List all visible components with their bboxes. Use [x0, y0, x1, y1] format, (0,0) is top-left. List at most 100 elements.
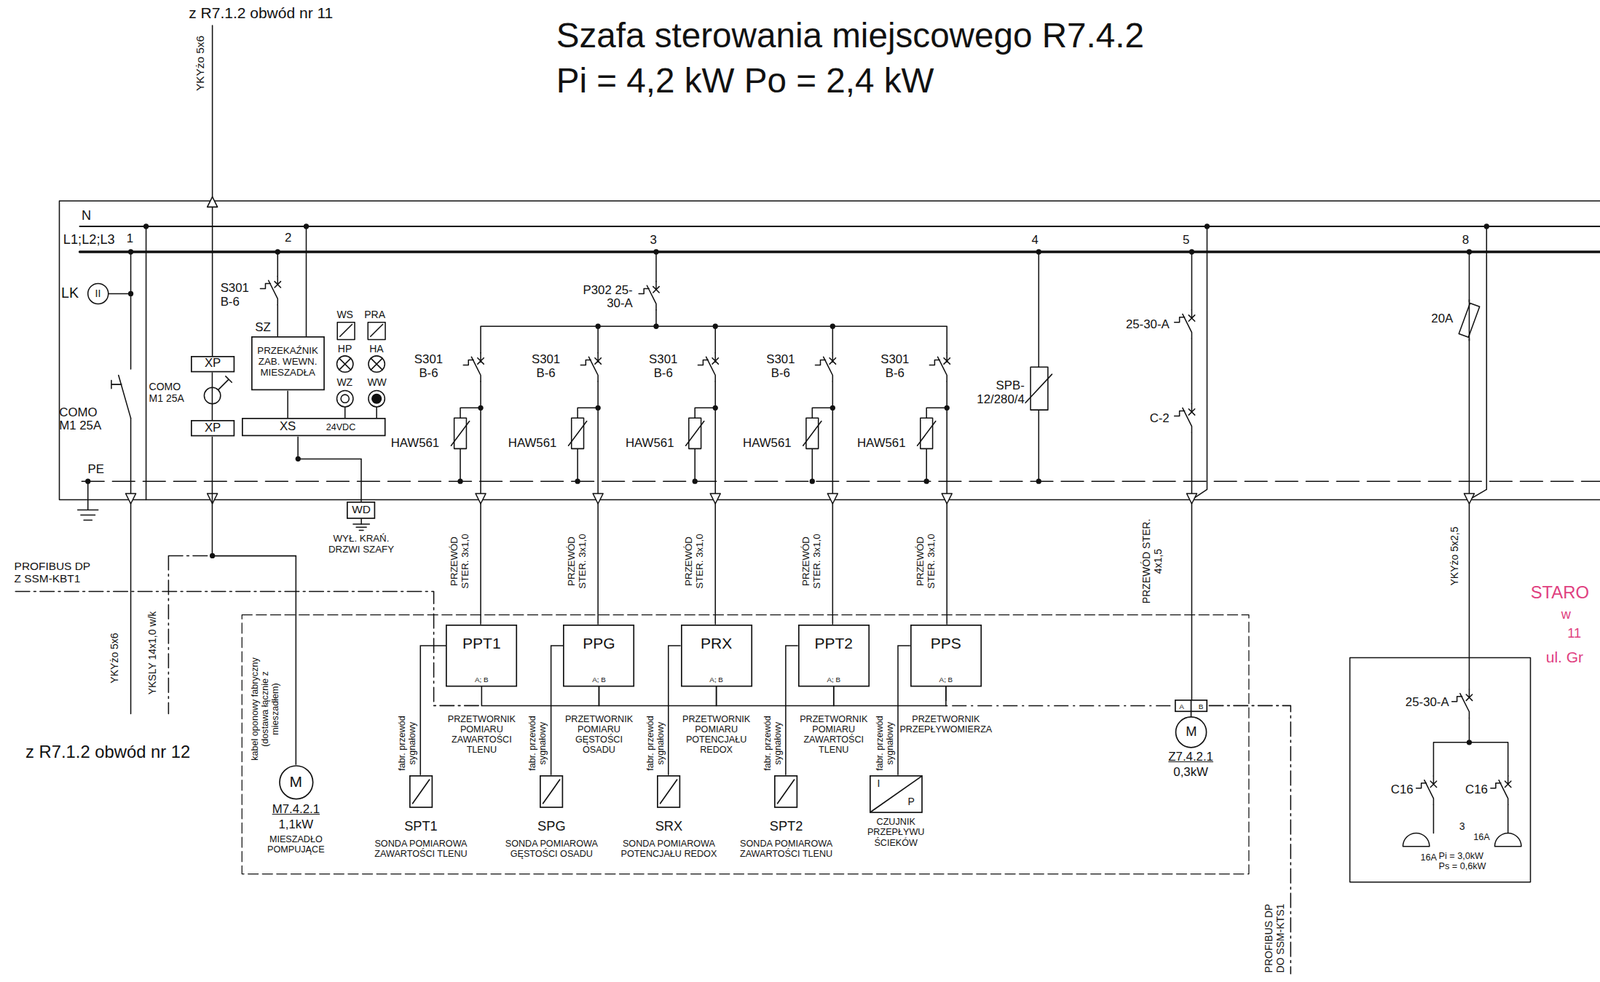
- signal-lamp-symbol: [367, 322, 386, 341]
- main-switch-symbol: [218, 376, 232, 390]
- device-tag: WD: [346, 503, 376, 516]
- component-label: SPB-12/280/4: [967, 379, 1024, 408]
- junction-dot: [809, 479, 815, 485]
- junction-dot: [924, 479, 930, 485]
- varistor-symbol: [1025, 374, 1052, 403]
- cable-exit-arrow: [1463, 493, 1475, 504]
- transmitter-box: PPGA; BPRZETWORNIK POMIARU GĘSTOŚCI OSAD…: [562, 624, 635, 687]
- component-label: S301 B-6: [525, 353, 567, 381]
- outline: [774, 776, 798, 808]
- varistor-symbol: [450, 421, 470, 447]
- outline: [798, 624, 869, 687]
- junction-dot: [1036, 479, 1042, 485]
- flow-sensor-box-part: [870, 776, 922, 813]
- cable-label: YKSLY 14x1,0 w/k: [147, 611, 159, 695]
- device-tag: SPT1: [388, 819, 453, 834]
- outline: [563, 624, 634, 687]
- terminal-strip-outline: [241, 418, 386, 437]
- socket-enclosure: [1350, 658, 1531, 883]
- junction-dot: [303, 223, 309, 229]
- circuit-breaker-symbol: [259, 276, 281, 306]
- signal-lamp-symbol: [368, 391, 385, 408]
- outline: [347, 502, 376, 519]
- device-description: CZUJNIK PRZEPŁYWU ŚCIEKÓW: [854, 817, 937, 848]
- device-description: SONDA POMIAROWA ZAWARTOŚCI TLENU: [365, 838, 478, 860]
- power-rating: 0,3kW: [1160, 766, 1222, 780]
- main-switch-symbol: [88, 283, 233, 419]
- circuit-number: 4: [1031, 233, 1039, 248]
- terminal-strip: XP: [190, 420, 235, 437]
- junction-dot: [944, 405, 950, 411]
- junction-dot: [594, 405, 601, 411]
- cable-exit-arrow: [592, 493, 604, 504]
- limit-switch-box: WDWYŁ. KRAŃ. DRZWI SZAFY: [346, 501, 376, 520]
- device-description: MIESZADŁO POMPUJĄCE: [254, 834, 337, 855]
- transmitter-box: PRXA; BPRZETWORNIK POMIARU POTENCJAŁU RE…: [680, 624, 753, 687]
- component-label: C16: [1390, 783, 1414, 798]
- device-description: PRZETWORNIK POMIARU GĘSTOŚCI OSADU: [561, 714, 638, 756]
- junction-dot: [830, 405, 836, 411]
- device-tag: PPT2: [798, 635, 870, 653]
- signal-lamp-symbol: [337, 322, 355, 341]
- terminal-strip: XS24VDC: [241, 418, 386, 437]
- device-tag: SZ: [254, 321, 280, 336]
- bus-cable: [15, 555, 1291, 974]
- relay-box-part: [251, 337, 325, 391]
- cable-exit-arrow: [941, 493, 952, 504]
- device-tag: SPG: [519, 819, 584, 834]
- cable-connector: [420, 645, 446, 776]
- junction-dot: [85, 479, 91, 485]
- device-tag: SRX: [636, 819, 701, 834]
- junction-dot: [1466, 249, 1472, 255]
- circuit-breaker-symbol: [1416, 776, 1437, 805]
- main-switch-symbol: [111, 375, 132, 419]
- circuit-breaker-symbol: [580, 353, 601, 382]
- outline: [278, 766, 313, 800]
- component-label: PE: [87, 463, 104, 478]
- power-rating: 1,1kW: [265, 818, 327, 833]
- device-tag: Z7.4.2.1: [1160, 750, 1222, 765]
- cable-connector: [286, 391, 289, 419]
- junction-dot: [1484, 223, 1490, 229]
- outline: [657, 776, 681, 808]
- junction-dot: [457, 479, 463, 485]
- device-description: PRZETWORNIK POMIARU ZAWARTOŚCI TLENU: [795, 714, 872, 756]
- device-description: SONDA POMIAROWA ZAWARTOŚCI TLENU: [730, 838, 842, 860]
- circuit-breaker-symbol: [1174, 404, 1196, 433]
- cable-label: fabr. przewód sygnałowy: [762, 714, 783, 774]
- component-label: B: [1198, 702, 1204, 711]
- device-description: WYŁ. KRAŃ. DRZWI SZAFY: [325, 533, 397, 556]
- component-label: S301 B-6: [643, 353, 684, 381]
- terminal-label: A; B: [910, 675, 982, 684]
- junction-dot: [1204, 223, 1210, 229]
- cable-label: z R7.1.2 obwód nr 12: [25, 742, 191, 763]
- terminal-label: A; B: [798, 675, 870, 684]
- transmitter-box-part: [563, 624, 634, 687]
- component-label: WS: [336, 309, 354, 322]
- device-description: SONDA POMIAROWA GĘSTOŚCI OSADU: [495, 838, 608, 860]
- component-label: II: [95, 288, 102, 301]
- schematic-lines: [15, 25, 1600, 975]
- junction-dot: [594, 324, 601, 330]
- transmitter-box-part: [798, 624, 869, 687]
- component-label: P302 25-30-A: [573, 284, 633, 312]
- terminal-strip-part: [191, 420, 235, 437]
- component-label: z R7.1.2 obwód nr 11: [188, 4, 333, 22]
- cable-connector: [833, 686, 947, 707]
- component-label: COMO M1 25A: [58, 406, 110, 435]
- cable-connector: [551, 645, 564, 776]
- probe-box-part: [657, 776, 681, 808]
- component-label: 25-30-A: [1125, 318, 1170, 333]
- probe-box: SPGSONDA POMIAROWA GĘSTOŚCI OSADU: [539, 775, 563, 809]
- transmitter-box: PPSA; BPRZETWORNIK PRZEPŁYWOMIERZA: [910, 624, 982, 687]
- circuit-number: 2: [284, 231, 292, 246]
- field-enclosure: [241, 615, 1249, 875]
- transmitter-box: PPT1A; BPRZETWORNIK POMIARU ZAWARTOŚCI T…: [445, 624, 518, 687]
- device-description: SONDA POMIAROWA POTENCJAŁU REDOX: [613, 838, 725, 860]
- cable-label: kabel oponowy fabryczny (dostawa łącznie…: [249, 648, 281, 770]
- component-label: HAW561: [625, 436, 675, 451]
- terminal-strip-part: [242, 418, 386, 437]
